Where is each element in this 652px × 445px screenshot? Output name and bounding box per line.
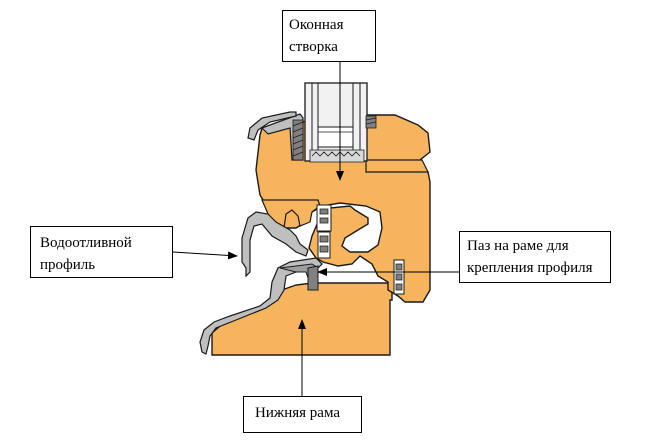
glass-spacer bbox=[317, 126, 354, 148]
drip-profile-lower bbox=[199, 257, 323, 355]
label-drip-profile: Водоотливной профиль bbox=[30, 226, 173, 278]
outer-cap-hook bbox=[247, 111, 297, 141]
label-sash: Оконная створка bbox=[282, 10, 376, 62]
sash-inner-lip bbox=[365, 159, 429, 173]
frame-groove bbox=[307, 265, 319, 291]
weatherstrip-upper bbox=[316, 204, 332, 232]
glass-sealant-zigzag bbox=[311, 151, 361, 157]
outer-glass-seal-hatch bbox=[292, 121, 304, 157]
inner-glass-seal-hatch bbox=[365, 117, 377, 125]
weatherstrip-middle bbox=[317, 231, 331, 259]
weatherstrip-inner bbox=[393, 259, 405, 295]
label-groove: Паз на раме для крепления профиля bbox=[459, 231, 611, 283]
label-bottom-frame: Нижняя рама bbox=[243, 396, 362, 433]
leader-drip-profile bbox=[172, 251, 238, 260]
drip-profile-upper bbox=[241, 211, 309, 278]
glass-unit bbox=[304, 82, 368, 162]
